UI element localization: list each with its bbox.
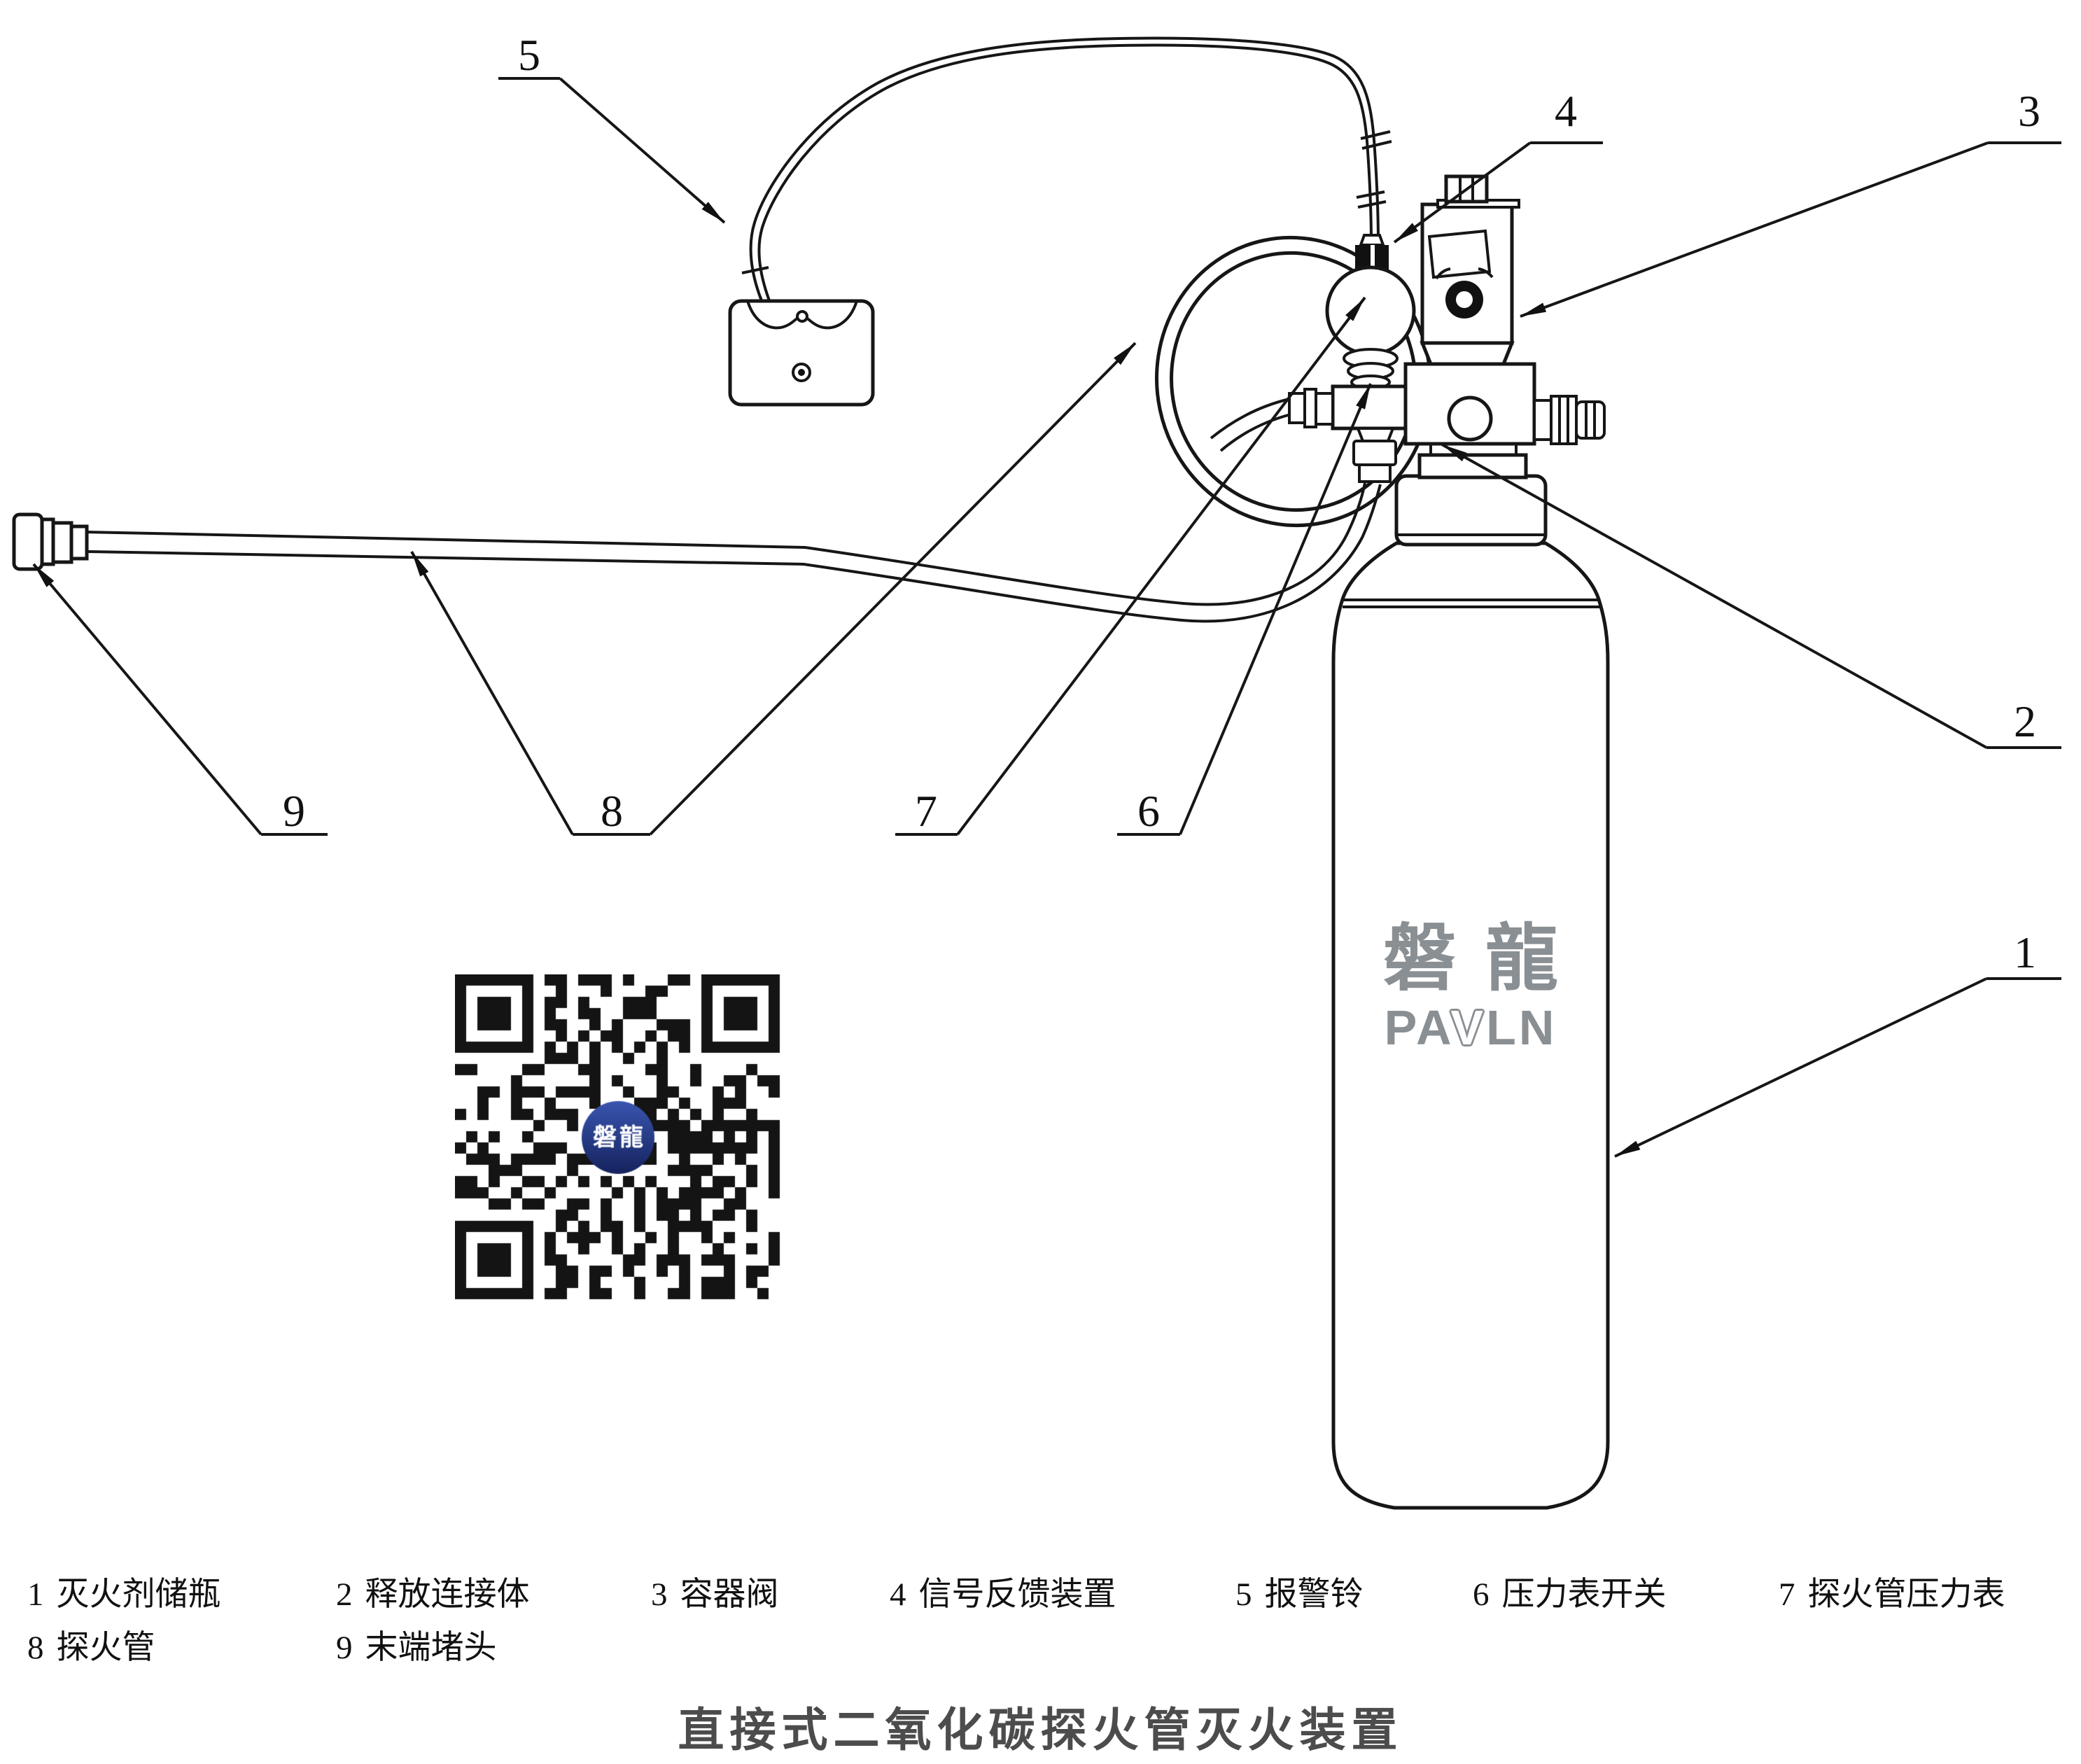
logo-outlined-v: V xyxy=(1450,1000,1487,1056)
callout-4-leader xyxy=(1393,141,1532,244)
callout-2-number: 2 xyxy=(2014,696,2036,746)
tube-joint-tick xyxy=(1361,140,1392,150)
callout-8: 8 xyxy=(410,342,1137,836)
callout-9-number: 9 xyxy=(283,786,305,836)
detection-tube xyxy=(86,482,1382,623)
cylinder-logo-cn: 磐龍 xyxy=(1382,919,1588,1000)
release-connector xyxy=(1394,474,1548,547)
callout-9-leader xyxy=(32,563,262,836)
valve-outlet-port xyxy=(1447,396,1493,442)
callout-5-leader xyxy=(559,77,726,224)
alarm-bell xyxy=(728,299,875,407)
callout-7-leader xyxy=(956,296,1366,836)
callout-6-leader xyxy=(1179,383,1372,835)
detection-tube-pressure-gauge xyxy=(1325,265,1416,356)
cylinder-logo-en: PAVLN xyxy=(1384,1000,1557,1056)
callout-2: 2 xyxy=(1441,443,2061,749)
page-title: 直接式二氧化碳探火管灭火装置 xyxy=(678,1704,1403,1756)
callout-1: 1 xyxy=(1614,927,2061,1158)
callout-6-number: 6 xyxy=(1137,786,1160,836)
tube-joint-tick xyxy=(1360,130,1391,140)
callout-1-leader xyxy=(1614,977,1987,1158)
callout-8-leader-right xyxy=(649,342,1137,836)
callout-6: 6 xyxy=(1117,383,1372,836)
valve-label-window xyxy=(1427,229,1492,279)
pressure-gauge-assembly xyxy=(1288,234,1420,483)
callout-4-number: 4 xyxy=(1555,86,1577,136)
callout-1-number: 1 xyxy=(2014,927,2036,977)
container-valve xyxy=(1403,174,1606,479)
switch-bottom-elbow xyxy=(1352,440,1397,466)
tube-joint-tick xyxy=(1357,200,1387,209)
callout-2-leader xyxy=(1441,443,1987,749)
callout-7: 7 xyxy=(895,296,1366,836)
bell-top-screw xyxy=(796,310,808,323)
callout-8-number: 8 xyxy=(601,786,623,836)
callout-8-leader-left xyxy=(410,551,574,835)
valve-right-fitting xyxy=(1533,399,1553,441)
callout-3-number: 3 xyxy=(2018,86,2040,136)
qr-code xyxy=(455,974,781,1301)
callout-9: 9 xyxy=(32,563,328,836)
tube-joint-tick xyxy=(1356,190,1385,199)
callout-5: 5 xyxy=(498,30,726,224)
switch-left-fitting xyxy=(1288,392,1306,424)
callout-3-leader xyxy=(1520,141,1989,318)
alarm-bell-tube xyxy=(741,36,1392,303)
tube-joint-tick xyxy=(741,266,769,274)
callout-4: 4 xyxy=(1393,86,1603,244)
cylinder-logo: 磐龍 PAVLN xyxy=(1333,921,1608,1052)
callout-3: 3 xyxy=(1520,86,2061,318)
callout-7-number: 7 xyxy=(915,786,937,836)
cylinder xyxy=(1331,541,1610,1510)
callout-5-number: 5 xyxy=(518,30,540,80)
end-plug xyxy=(12,512,89,571)
